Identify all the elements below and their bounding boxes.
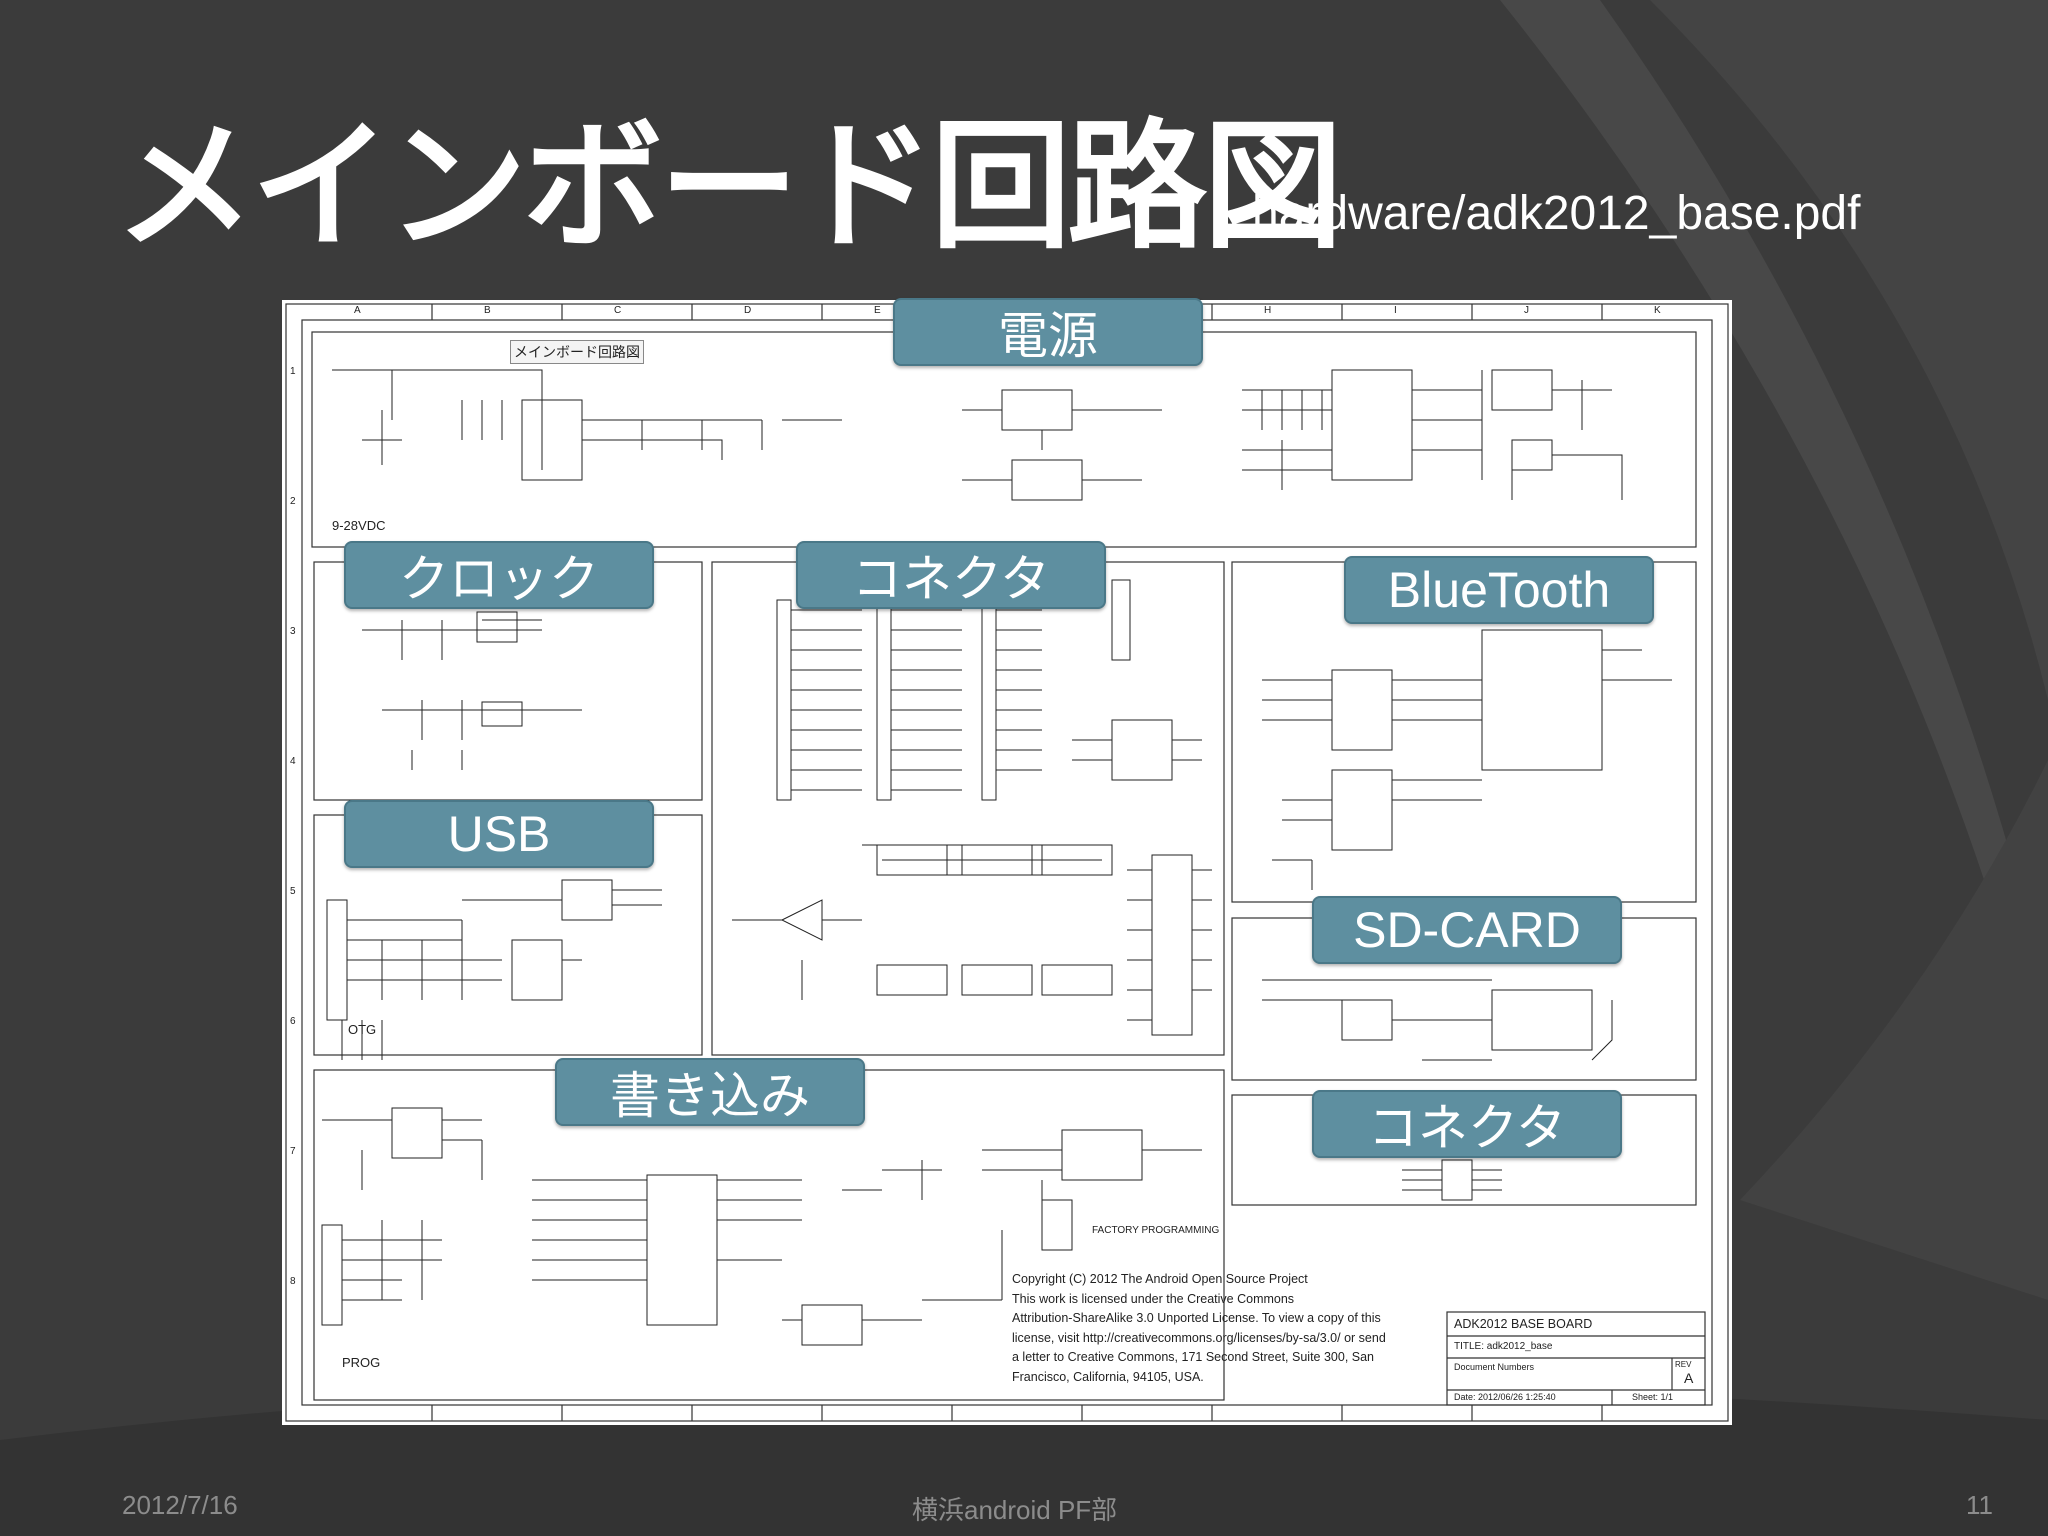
column-letter: A (354, 305, 361, 316)
copyright-line: license, visit http://creativecommons.or… (1012, 1330, 1386, 1345)
section-label-sdcard: SD-CARD (1312, 896, 1622, 964)
copyright-line: Copyright (C) 2012 The Android Open Sour… (1012, 1272, 1308, 1286)
section-label-connector-2: コネクタ (1312, 1090, 1622, 1158)
copyright-line: Attribution-ShareAlike 3.0 Unported Lice… (1012, 1311, 1381, 1325)
title-block-doc: Document Numbers (1454, 1362, 1535, 1372)
column-letter: K (1654, 305, 1661, 316)
footer-org: 横浜android PF部 (912, 1495, 1118, 1525)
otg-label: OTG (348, 1022, 377, 1037)
row-number: 4 (290, 756, 296, 767)
factory-label: FACTORY PROGRAMMING (1092, 1225, 1220, 1236)
title-block-sheet: Sheet: 1/1 (1632, 1392, 1674, 1402)
footer-page-number: 11 (1966, 1490, 1993, 1520)
title-block-board: ADK2012 BASE BOARD (1454, 1317, 1593, 1331)
row-number: 3 (290, 626, 296, 637)
row-number: 1 (290, 366, 296, 377)
row-number: 2 (290, 496, 296, 507)
copyright-line: a letter to Creative Commons, 171 Second… (1012, 1350, 1375, 1364)
title-block-date: Date: 2012/06/26 1:25:40 (1454, 1392, 1556, 1402)
section-label-power: 電源 (893, 298, 1203, 366)
slide-title: メインボード回路図 (115, 106, 1343, 269)
title-block-rev: REV (1675, 1360, 1692, 1369)
section-label-connector: コネクタ (796, 541, 1106, 609)
column-letter: D (744, 305, 752, 316)
footer-date: 2012/7/16 (122, 1490, 238, 1520)
prog-label: PROG (342, 1355, 381, 1370)
row-number: 6 (290, 1016, 296, 1027)
section-label-clock: クロック (344, 541, 654, 609)
column-letter: C (614, 305, 622, 316)
copyright-notice: Copyright (C) 2012 The Android Open Sour… (1012, 1270, 1432, 1387)
row-number: 5 (290, 886, 296, 897)
column-letter: E (874, 305, 881, 316)
slide-subtitle: hardware/adk2012_base.pdf (1252, 187, 1861, 240)
row-number: 8 (290, 1276, 296, 1287)
voltage-label: 9-28VDC (332, 518, 386, 533)
section-label-bluetooth: BlueTooth (1344, 556, 1654, 624)
title-block-title: TITLE: adk2012_base (1454, 1341, 1553, 1352)
title-block-rev-value: A (1684, 1370, 1694, 1386)
schematic-image: メインボード回路図 9-28VDC OTG PROG FACTORY PROGR… (282, 300, 1732, 1425)
section-label-programming: 書き込み (555, 1058, 865, 1126)
column-letter: I (1394, 305, 1397, 316)
copyright-line: Francisco, California, 94105, USA. (1012, 1369, 1204, 1384)
section-label-usb: USB (344, 800, 654, 868)
column-letter: J (1524, 305, 1529, 316)
column-letter: H (1264, 305, 1272, 316)
column-letter: B (484, 305, 491, 316)
row-number: 7 (290, 1146, 296, 1157)
copyright-line: This work is licensed under the Creative… (1012, 1291, 1295, 1306)
inset-label: メインボード回路図 (510, 340, 644, 364)
